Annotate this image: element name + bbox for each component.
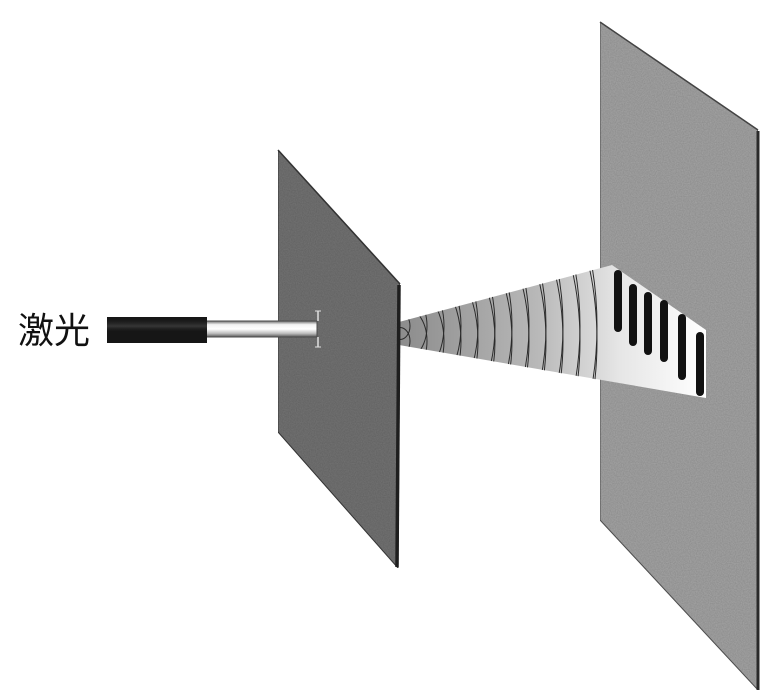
wavefront-arc — [399, 268, 445, 380]
wavefront-arc — [399, 268, 547, 380]
wavefront-arc — [399, 268, 513, 380]
wavefront-arc — [399, 268, 462, 380]
dark-fringe — [614, 270, 622, 332]
wavefront-arc — [399, 268, 581, 380]
wavefront-arc — [399, 268, 513, 380]
dark-fringe — [660, 300, 668, 362]
wavefront-arc — [399, 268, 530, 380]
slit-plate-face — [277, 148, 401, 570]
slit-plate-top-edge — [277, 149, 401, 285]
laser — [107, 310, 321, 348]
dark-fringe — [644, 292, 652, 355]
wavefront-arc — [399, 268, 564, 380]
wavefront-arc — [399, 268, 496, 380]
wavefront-arc — [399, 268, 598, 380]
slit-plate — [277, 148, 401, 570]
wavefront-arc — [399, 268, 462, 380]
screen-plate-top-edge — [599, 21, 759, 131]
laser-body-highlight — [107, 317, 207, 343]
laser-label: 激光 — [18, 311, 90, 352]
interference-fringes — [614, 270, 704, 396]
wavefront-arc — [399, 268, 496, 380]
dark-fringe — [678, 314, 686, 380]
wavefront-arc — [399, 268, 479, 380]
dark-fringe — [629, 284, 637, 346]
laser-beam-tube — [202, 320, 318, 338]
slit-plate-right-edge — [395, 284, 401, 568]
dark-fringe — [696, 332, 704, 396]
wavefront-arc — [399, 268, 479, 380]
